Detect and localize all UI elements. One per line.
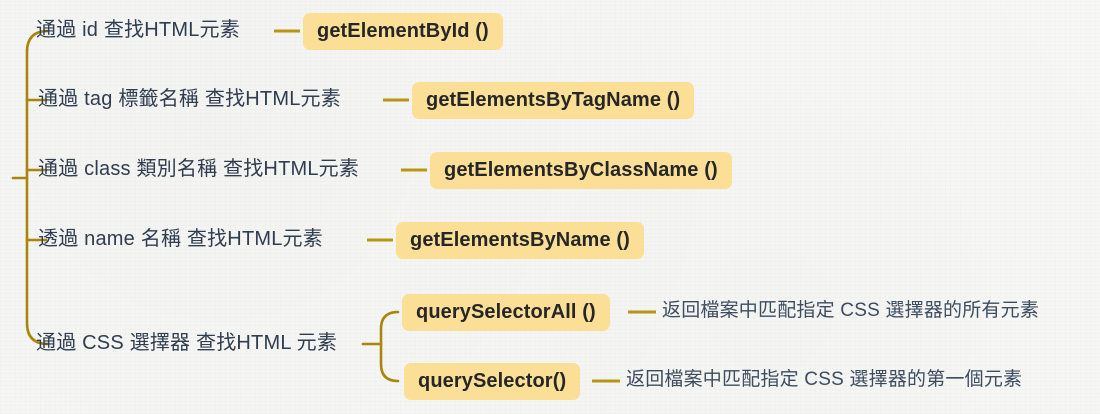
description-queryselector: 返回檔案中匹配指定 CSS 選擇器的第一個元素 (626, 369, 1023, 390)
method-badge-queryselector[interactable]: querySelector() (404, 363, 581, 400)
css-bracket-path (379, 310, 400, 383)
method-badge-getelementsbytagname[interactable]: getElementsByTagName () (412, 82, 695, 119)
method-badge-queryselectorall[interactable]: querySelectorAll () (402, 294, 610, 331)
method-badge-getelementsbyclassname[interactable]: getElementsByClassName () (430, 152, 732, 189)
branch-label-id[interactable]: 通過 id 查找HTML元素 (36, 19, 240, 41)
branch-label-class[interactable]: 通過 class 類別名稱 查找HTML元素 (38, 158, 360, 180)
branch-label-name[interactable]: 透過 name 名稱 查找HTML元素 (38, 228, 323, 250)
branch-label-tag[interactable]: 通過 tag 標籤名稱 查找HTML元素 (38, 88, 341, 110)
method-badge-getelementsbyname[interactable]: getElementsByName () (396, 222, 644, 259)
branch-label-css-selector[interactable]: 通過 CSS 選擇器 查找HTML 元素 (36, 332, 338, 354)
method-badge-getelementbyid[interactable]: getElementById () (303, 13, 503, 50)
root-bracket-path (25, 29, 50, 346)
description-queryselectorall: 返回檔案中匹配指定 CSS 選擇器的所有元素 (662, 300, 1040, 321)
